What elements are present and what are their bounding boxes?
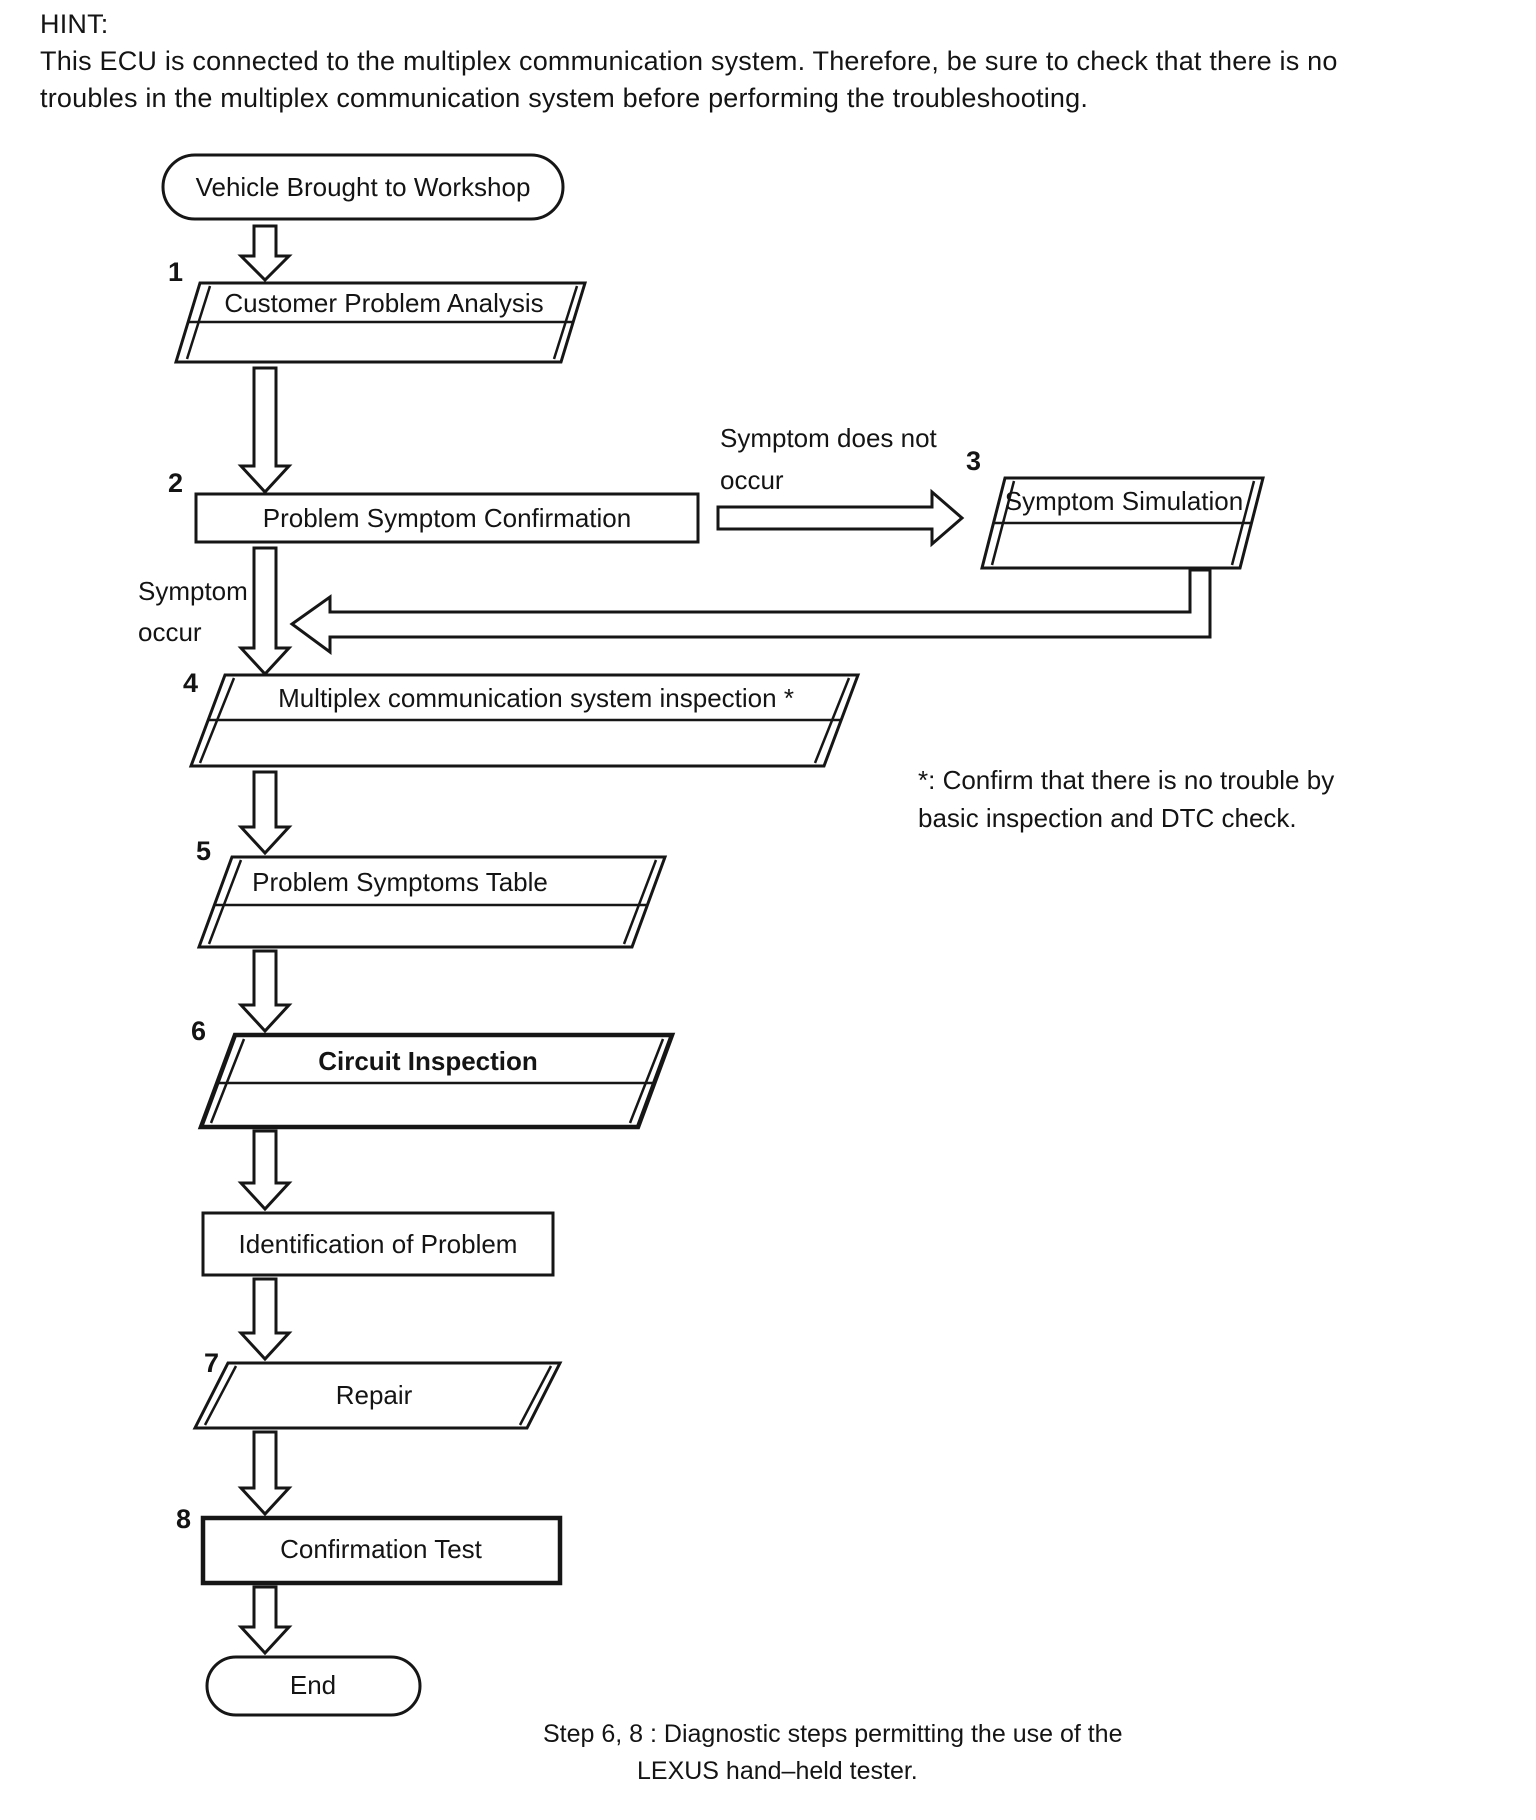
arrow-down-7: [237, 1277, 293, 1362]
step2-number: 2: [168, 468, 183, 498]
step7-label: Repair: [336, 1380, 413, 1410]
node-step3: 3 Symptom Simulation: [966, 446, 1265, 570]
bottom-caption: Step 6, 8 : Diagnostic steps permitting …: [543, 1720, 1123, 1785]
step7-number: 7: [204, 1348, 219, 1378]
step5-number: 5: [196, 836, 211, 866]
step1-label: Customer Problem Analysis: [224, 288, 543, 318]
hint-line-2: troubles in the multiplex communication …: [40, 83, 1089, 113]
step3-number: 3: [966, 446, 981, 476]
node-identification: Identification of Problem: [201, 1211, 555, 1277]
node-step2: 2 Problem Symptom Confirmation: [168, 468, 700, 544]
step3-inner-left-edge: [990, 480, 1016, 566]
step5-parallelogram: [196, 855, 668, 949]
branch-symptom-does-not-occur: Symptom does not occur: [716, 423, 965, 548]
step8-rectangle: [200, 1515, 563, 1586]
step8-number: 8: [176, 1504, 191, 1534]
step7-inner-left-edge: [203, 1365, 238, 1426]
step6-inner-left-edge: [209, 1038, 246, 1124]
end-terminator-shape: [205, 1655, 422, 1717]
step5-label: Problem Symptoms Table: [252, 867, 548, 897]
identification-rectangle: [201, 1211, 555, 1277]
step6-label: Circuit Inspection: [318, 1046, 538, 1076]
step6-inner-right-edge: [628, 1038, 665, 1124]
step6-parallelogram: [197, 1032, 676, 1130]
step1-inner-left-edge: [185, 285, 212, 360]
node-step8: 8 Confirmation Test: [176, 1504, 563, 1586]
hint-title: HINT:: [40, 9, 109, 39]
asterisk-note: *: Confirm that there is no trouble by b…: [918, 765, 1334, 833]
start-label: Vehicle Brought to Workshop: [196, 172, 531, 202]
arrow-down-3: [237, 546, 293, 677]
step4-label: Multiplex communication system inspectio…: [278, 683, 794, 713]
caption-line1: Step 6, 8 : Diagnostic steps permitting …: [543, 1720, 1123, 1748]
node-step1: 1 Customer Problem Analysis: [168, 257, 588, 364]
arrow-down-4: [237, 770, 293, 856]
step2-label: Problem Symptom Confirmation: [263, 503, 631, 533]
step1-number: 1: [168, 257, 183, 287]
step3-label: Symptom Simulation: [1005, 486, 1243, 516]
arrow-down-5: [237, 949, 293, 1034]
note-line1: *: Confirm that there is no trouble by: [918, 765, 1334, 795]
arrow-down-8: [237, 1430, 293, 1517]
node-step5: 5 Problem Symptoms Table: [196, 836, 668, 949]
note-line2: basic inspection and DTC check.: [918, 803, 1297, 833]
step4-inner-left-edge: [198, 677, 236, 764]
start-terminator-shape: [161, 153, 565, 221]
branch-no-label-line2: occur: [720, 465, 784, 495]
node-end: End: [205, 1655, 422, 1717]
step4-number: 4: [183, 668, 198, 698]
node-start: Vehicle Brought to Workshop: [161, 153, 565, 221]
arrow-down-9: [237, 1585, 293, 1656]
node-step6: 6 Circuit Inspection: [191, 1016, 676, 1130]
step4-inner-right-edge: [813, 677, 851, 764]
arrow-right-to-step3: [716, 488, 965, 548]
step7-inner-right-edge: [518, 1365, 553, 1426]
node-step7: 7 Repair: [192, 1348, 563, 1430]
caption-line2: LEXUS hand–held tester.: [637, 1757, 918, 1785]
arrow-down-1: [237, 224, 293, 283]
step7-parallelogram: [192, 1361, 563, 1430]
hint-block: HINT: This ECU is connected to the multi…: [40, 6, 1340, 117]
arrow-down-2: [237, 366, 293, 495]
branch-no-label-line1: Symptom does not: [720, 423, 938, 453]
node-step4: 4 Multiplex communication system inspect…: [183, 668, 861, 768]
step6-number: 6: [191, 1016, 206, 1046]
branch-yes-label-line1: Symptom: [138, 576, 248, 606]
branch-yes-label-line2: occur: [138, 617, 202, 647]
step2-rectangle: [194, 492, 700, 544]
step3-inner-right-edge: [1230, 480, 1256, 566]
step5-inner-left-edge: [207, 859, 243, 945]
hint-line-1: This ECU is connected to the multiplex c…: [40, 46, 1338, 76]
end-label: End: [290, 1670, 336, 1700]
identification-label: Identification of Problem: [239, 1229, 518, 1259]
step1-inner-right-edge: [552, 285, 579, 360]
arrow-down-6: [237, 1129, 293, 1212]
branch-symptom-occur: Symptom occur: [138, 576, 248, 647]
step8-label: Confirmation Test: [280, 1534, 483, 1564]
arrow-return-from-step3: [289, 568, 1212, 655]
step5-inner-right-edge: [622, 859, 658, 945]
